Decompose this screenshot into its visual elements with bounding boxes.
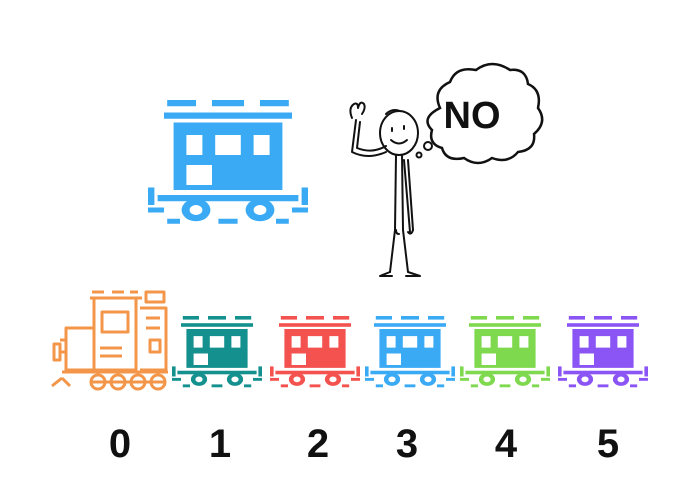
train-cars: [172, 316, 648, 388]
car-number-label: 5: [597, 422, 619, 466]
floating-train-car: [148, 100, 308, 224]
train-car-5: [558, 316, 648, 388]
stick-figure-person: [349, 101, 421, 277]
speech-bubble-tail-dot: [415, 151, 423, 159]
train-car-2: [270, 316, 360, 388]
speech-bubble-tail-dot: [423, 141, 433, 151]
speech-bubble: NO: [415, 62, 544, 165]
train-car-3: [365, 316, 455, 388]
car-number-label: 1: [209, 422, 231, 466]
speech-bubble-text: NO: [444, 95, 501, 137]
locomotive-engine: [51, 290, 168, 391]
car-number-labels: 0 1 2 3 4 5: [109, 422, 619, 466]
speech-bubble-cloud: [426, 62, 544, 165]
car-number-label: 4: [495, 422, 518, 466]
car-number-label: 3: [396, 422, 418, 466]
train-car-4: [460, 316, 550, 388]
train-car-1: [172, 316, 262, 388]
car-number-label: 2: [307, 422, 329, 466]
car-number-label: 0: [109, 422, 131, 466]
